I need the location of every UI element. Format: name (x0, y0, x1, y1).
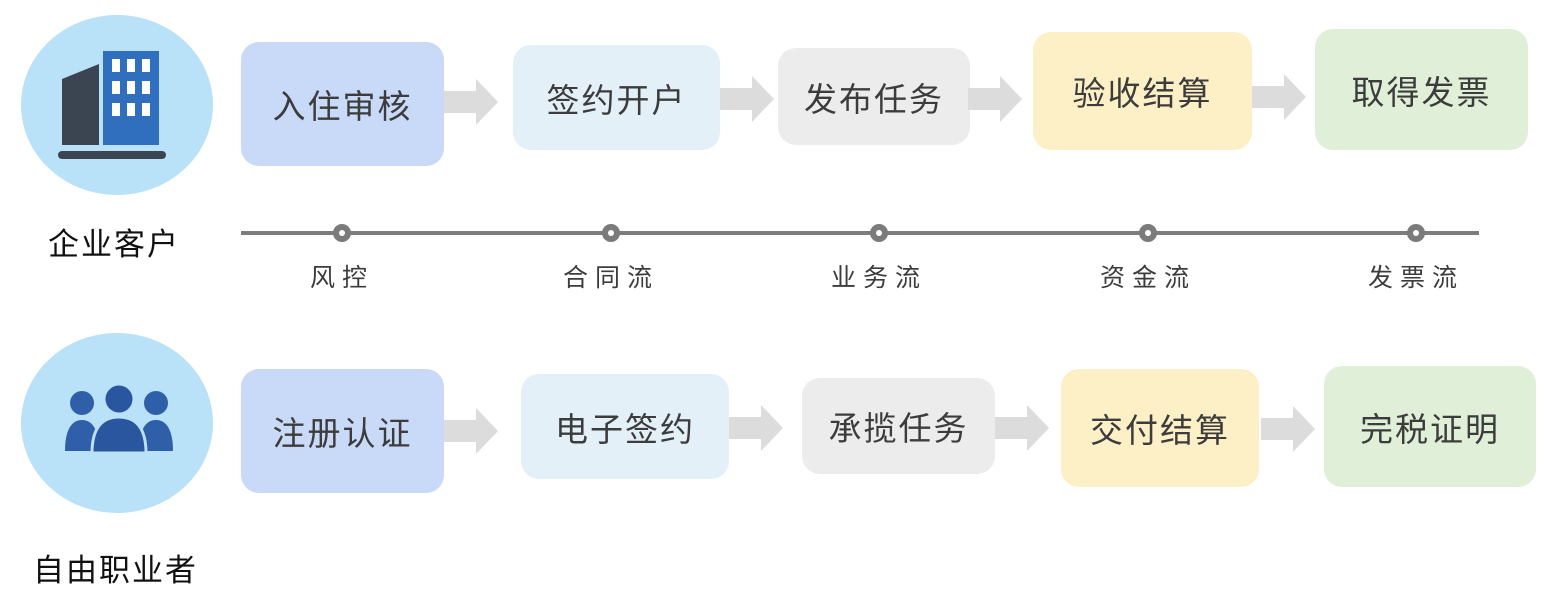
enterprise-label: 企业客户 (48, 227, 180, 263)
step-sign-account: 签约开户 (513, 45, 720, 150)
step-register-verify: 注册认证 (241, 369, 444, 493)
timeline-node (1407, 224, 1425, 242)
step-undertake-task: 承揽任务 (802, 378, 995, 474)
step-acceptance-settlement: 验收结算 (1033, 32, 1252, 150)
arrow-icon (968, 76, 1022, 122)
arrow-icon (444, 408, 498, 454)
flow-label-invoice: 发票流 (1367, 263, 1465, 292)
arrow-icon (720, 76, 774, 122)
flow-label-business: 业务流 (830, 263, 928, 292)
flow-label-funds: 资金流 (1099, 263, 1197, 292)
arrow-icon (444, 79, 498, 125)
freelancer-label: 自由职业者 (33, 553, 198, 589)
enterprise-avatar (21, 15, 213, 195)
freelancer-avatar (21, 333, 213, 513)
step-obtain-invoice: 取得发票 (1315, 29, 1528, 150)
building-icon (58, 51, 166, 159)
people-group-icon (65, 382, 173, 455)
timeline-node (870, 224, 888, 242)
arrow-icon (729, 405, 783, 451)
timeline-node (1139, 224, 1157, 242)
flow-label-contract: 合同流 (562, 263, 660, 292)
step-e-sign: 电子签约 (521, 374, 729, 479)
arrow-icon (1261, 406, 1315, 452)
step-enter-review: 入住审核 (241, 42, 444, 166)
arrow-icon (995, 405, 1049, 451)
timeline-line (241, 231, 1479, 235)
step-tax-certificate: 完税证明 (1324, 366, 1536, 487)
timeline-node (333, 224, 351, 242)
arrow-icon (1252, 74, 1306, 120)
timeline-node (602, 224, 620, 242)
step-publish-task: 发布任务 (778, 48, 970, 145)
flow-label-risk-control: 风控 (309, 263, 375, 292)
step-delivery-settlement: 交付结算 (1061, 369, 1259, 487)
